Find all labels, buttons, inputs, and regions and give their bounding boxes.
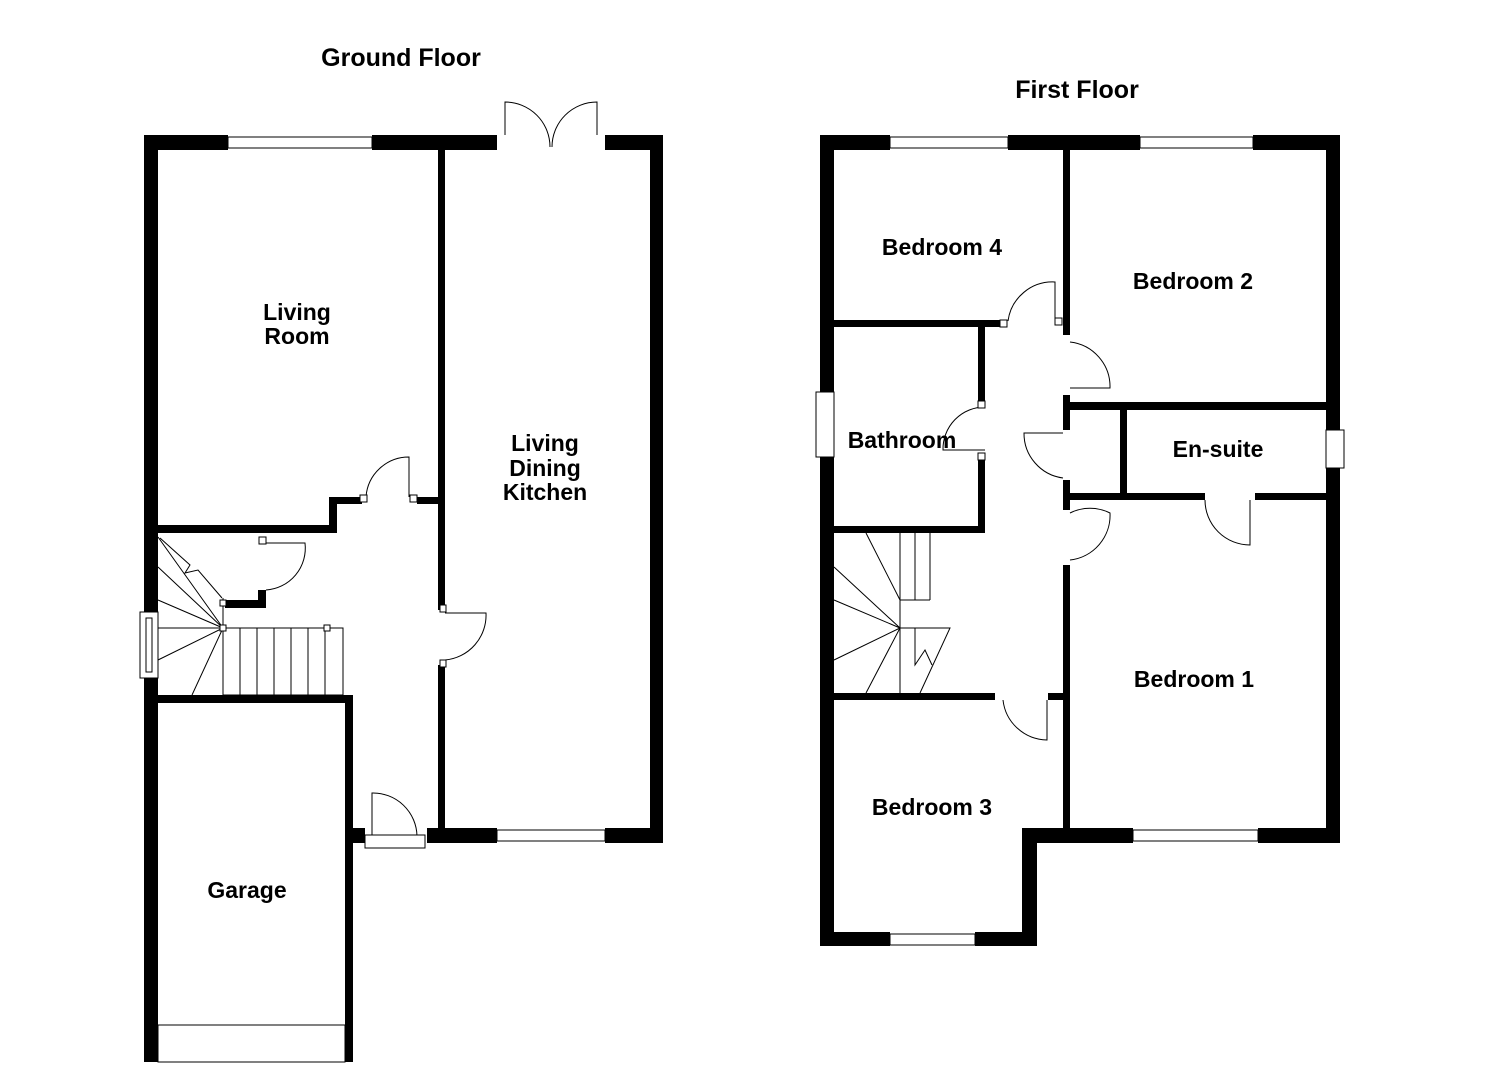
first-floor-plan: First Floor bbox=[815, 76, 1345, 946]
room-label-bedroom-3: Bedroom 3 bbox=[872, 794, 992, 820]
room-label-bedroom-4: Bedroom 4 bbox=[882, 234, 1002, 260]
first-floor-title: First Floor bbox=[1015, 76, 1139, 104]
first-floor-walls bbox=[820, 135, 1340, 946]
garage-door bbox=[157, 1024, 346, 1063]
room-label-garage: Garage bbox=[207, 877, 286, 903]
ground-floor-title: Ground Floor bbox=[321, 44, 481, 72]
room-label-bathroom: Bathroom bbox=[848, 427, 957, 453]
ground-floor-doors bbox=[258, 101, 598, 849]
ground-floor-windows bbox=[139, 136, 606, 842]
first-floor-windows bbox=[815, 136, 1345, 946]
room-label-ldk: Living bbox=[511, 430, 579, 456]
room-label-bedroom-1: Bedroom 1 bbox=[1134, 666, 1254, 692]
first-floor-stairs bbox=[833, 532, 951, 694]
room-label-living-room-line2: Room bbox=[264, 323, 329, 349]
room-label-ldk-line3: Kitchen bbox=[503, 479, 587, 505]
room-label-bedroom-2: Bedroom 2 bbox=[1133, 268, 1253, 294]
ground-floor-stairs bbox=[157, 536, 344, 696]
room-label-ldk-line2: Dining bbox=[509, 455, 581, 481]
ground-floor-walls bbox=[144, 135, 663, 1062]
first-floor-doors bbox=[942, 281, 1251, 741]
ground-floor-plan: Ground Floor bbox=[139, 44, 663, 1063]
room-label-living-room: Living bbox=[263, 299, 331, 325]
room-label-ensuite: En-suite bbox=[1173, 436, 1264, 462]
